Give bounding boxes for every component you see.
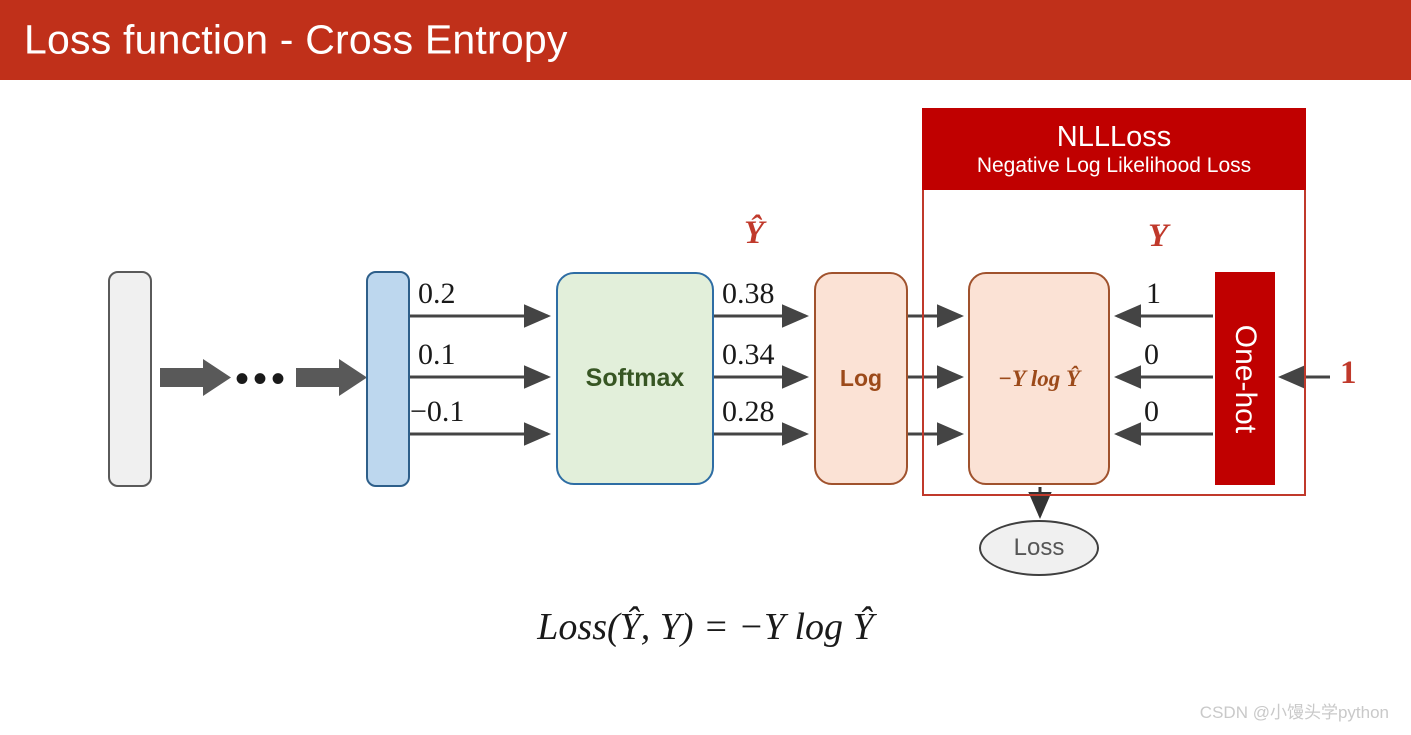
one-hot-node[interactable]: One-hot [1215, 272, 1275, 485]
neg-y-log-yhat-label: −Y log Ŷ [997, 365, 1081, 391]
loss-node[interactable]: Loss [979, 520, 1099, 576]
neg-y-log-yhat-node[interactable]: −Y log Ŷ [968, 272, 1110, 485]
loss-node-label: Loss [1013, 534, 1065, 561]
title-bar: Loss function - Cross Entropy [0, 0, 1411, 80]
ellipsis-label: ••• [235, 357, 290, 401]
target-value-3: 0 [1144, 395, 1159, 428]
loss-formula: Loss(Ŷ, Y) = −Y log Ŷ [537, 606, 874, 648]
yhat-label: Ŷ [744, 215, 765, 251]
softmax-label: Softmax [585, 364, 685, 392]
probability-value-3: 0.28 [722, 395, 775, 428]
logit-value-1: 0.2 [418, 277, 456, 310]
logits-bar [366, 271, 410, 487]
class-index-label: 1 [1340, 355, 1357, 391]
page-title: Loss function - Cross Entropy [24, 16, 568, 63]
y-label: Y [1148, 218, 1169, 254]
nllloss-title: NLLLoss [1056, 120, 1172, 153]
probability-value-1: 0.38 [722, 277, 775, 310]
logit-value-2: 0.1 [418, 338, 456, 371]
block-arrow-2 [296, 359, 367, 396]
block-arrow-1 [160, 359, 231, 396]
input-bar [108, 271, 152, 487]
probability-value-2: 0.34 [722, 338, 775, 371]
softmax-node[interactable]: Softmax [556, 272, 714, 485]
logit-value-3: −0.1 [410, 395, 465, 428]
target-value-1: 1 [1146, 277, 1161, 310]
nllloss-subtitle: Negative Log Likelihood Loss [976, 153, 1252, 177]
one-hot-label: One-hot [1229, 324, 1262, 433]
log-label: Log [839, 365, 883, 391]
watermark: CSDN @小馒头学python [1199, 703, 1389, 722]
log-node[interactable]: Log [814, 272, 908, 485]
nllloss-header: NLLLoss Negative Log Likelihood Loss [922, 108, 1306, 190]
target-value-2: 0 [1144, 338, 1159, 371]
